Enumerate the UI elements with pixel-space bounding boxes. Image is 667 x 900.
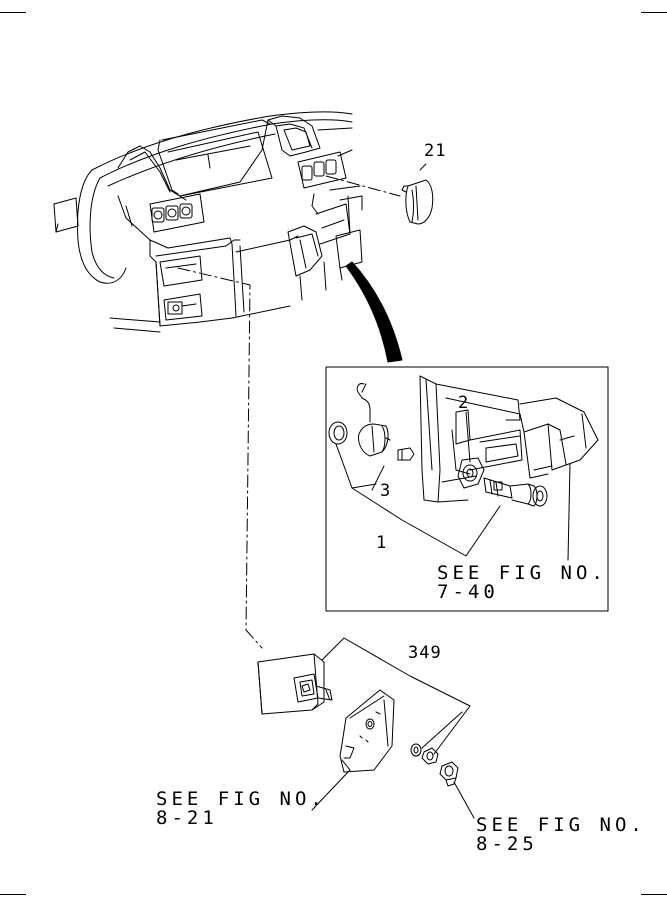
- callout-349: 349: [408, 643, 442, 663]
- reference-text-8-25-line2: 8-25: [476, 833, 538, 855]
- part-349-nut: [421, 747, 439, 765]
- detail-arrow: [345, 261, 403, 363]
- detail-part-2-nut: [457, 457, 485, 489]
- part-21-switch-cap: [401, 163, 434, 225]
- crop-mark-bottom-right: [641, 894, 667, 895]
- detail-leaders: [335, 411, 571, 561]
- detail-bulb: [397, 447, 415, 461]
- detail-ring: [328, 421, 348, 445]
- reference-text-8-21-line1: SEE FIG NO.: [156, 788, 326, 810]
- part-349-screw: [439, 761, 459, 787]
- reference-text-7-40-line1: SEE FIG NO.: [437, 562, 607, 584]
- instrument-panel-drawing: [53, 111, 363, 333]
- leader-line-349: [177, 267, 263, 649]
- crop-mark-bottom-left: [0, 894, 26, 895]
- detail-lighter-plug: [483, 477, 548, 507]
- callout-3: 3: [380, 481, 392, 501]
- reference-text-8-21-line2: 8-21: [156, 807, 218, 829]
- callout-2: 2: [458, 393, 470, 413]
- reference-text-8-25-line1: SEE FIG NO.: [476, 814, 646, 836]
- callout-1: 1: [376, 533, 388, 553]
- detail-panel-drawing: [419, 375, 599, 503]
- reference-text-7-40-line2: 7-40: [437, 581, 499, 603]
- part-349-washer: [410, 743, 422, 757]
- callout-21: 21: [424, 141, 447, 161]
- crop-mark-top-right: [641, 12, 667, 13]
- part-349-box: [257, 653, 333, 715]
- detail-socket: [356, 383, 391, 457]
- part-349-bracket: [339, 689, 395, 773]
- detail-box: [325, 366, 609, 612]
- leader-ref-8-21: [311, 769, 351, 811]
- leader-ref-8-25: [453, 781, 475, 819]
- leader-349: [321, 637, 471, 755]
- leader-line-21: [325, 175, 401, 197]
- crop-mark-top-left: [0, 12, 26, 13]
